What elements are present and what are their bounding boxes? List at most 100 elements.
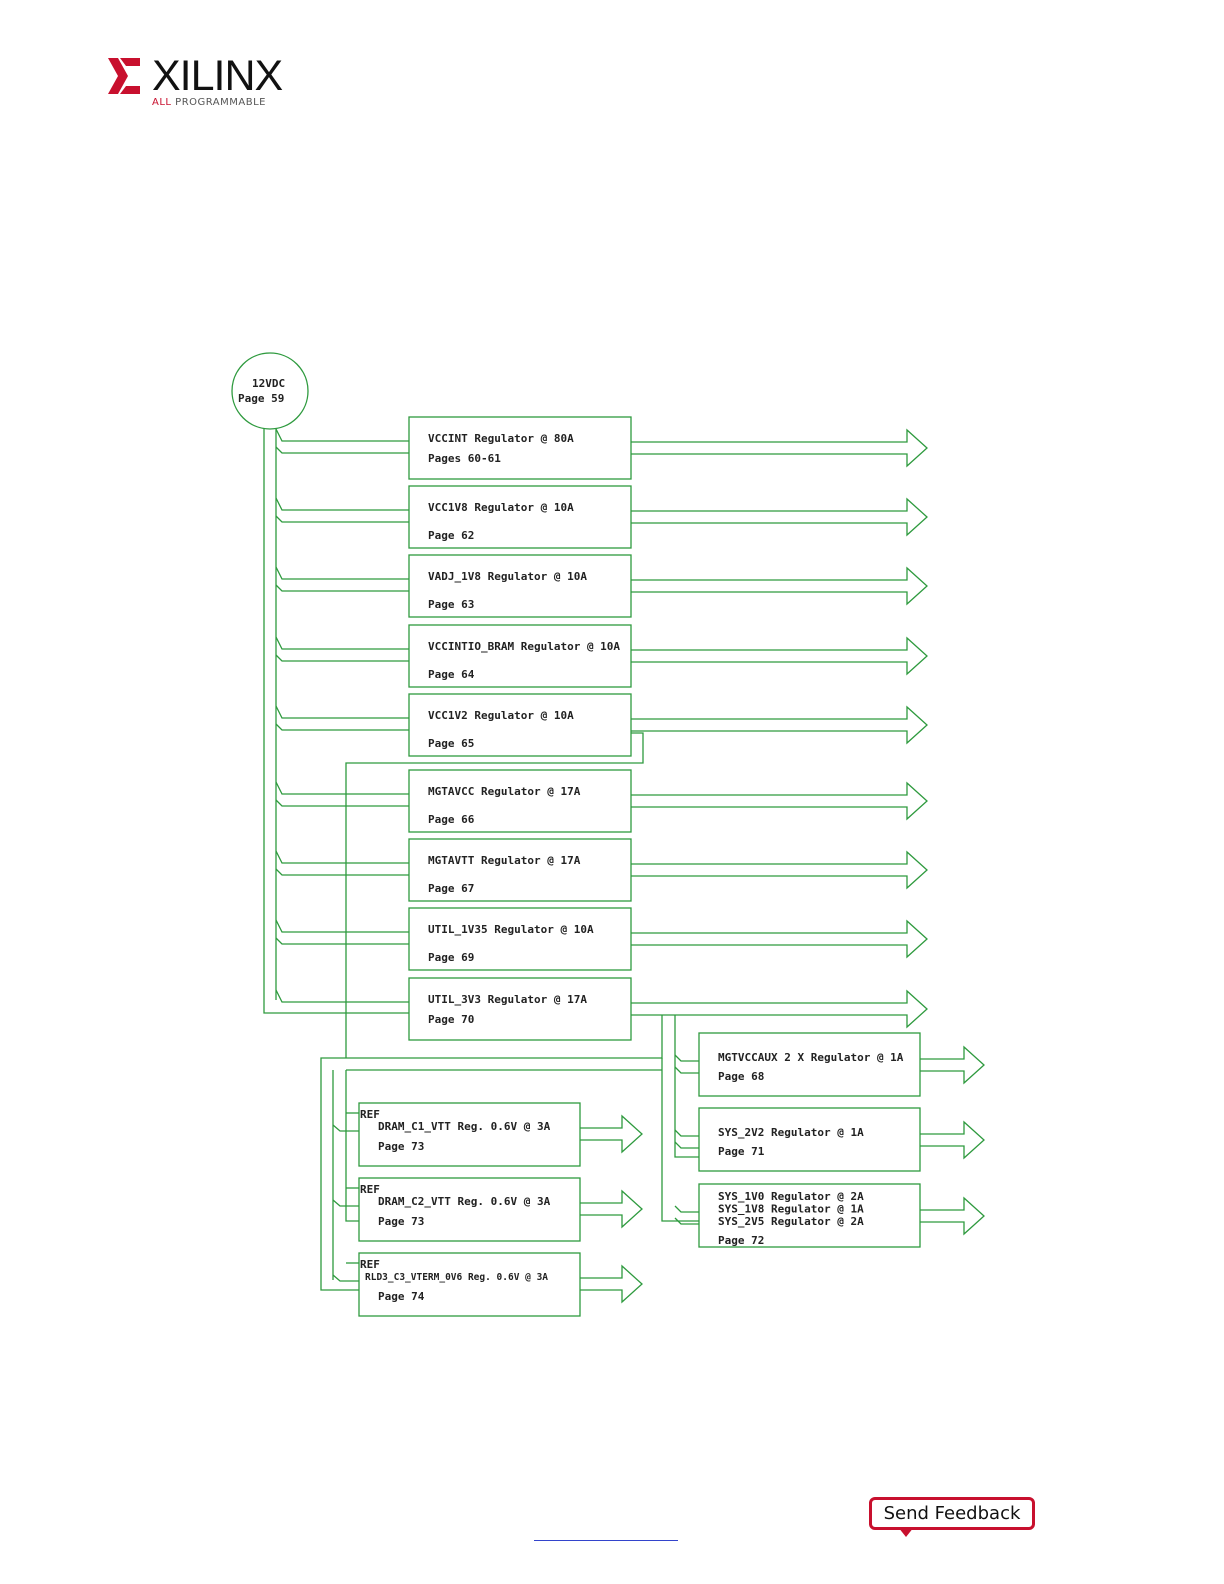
feed-wire	[275, 428, 409, 442]
sub-regulator-page: Page 71	[718, 1145, 765, 1158]
ref-feed-wire	[332, 1199, 359, 1207]
feed-wire	[275, 781, 409, 795]
feed-wire	[275, 654, 409, 662]
ref-regulator-page: Page 74	[378, 1290, 425, 1303]
send-feedback-button[interactable]: Send Feedback	[869, 1497, 1035, 1530]
regulator-page: Page 63	[428, 598, 474, 611]
sub-regulator-box	[698, 1032, 921, 1097]
regulator-page: Pages 60-61	[428, 452, 501, 465]
regulator-page: Page 67	[428, 882, 474, 895]
sub-feed-wire	[674, 1141, 699, 1149]
regulator-box	[408, 838, 632, 902]
footer-link[interactable]	[534, 1522, 678, 1541]
trunk-wire	[263, 429, 409, 1014]
feed-wire	[275, 989, 409, 1003]
regulator-box	[408, 769, 632, 833]
feed-wire	[275, 497, 409, 511]
ref-regulator-page: Page 73	[378, 1215, 424, 1228]
logo-tagline-rest: PROGRAMMABLE	[171, 97, 266, 108]
ref-regulator-page: Page 73	[378, 1140, 424, 1153]
regulator-box	[408, 907, 632, 971]
source-label: 12VDC	[252, 377, 285, 390]
logo-wordmark: XILINX	[152, 52, 283, 100]
feed-wire	[275, 705, 409, 719]
regulator-name: VCCINTIO_BRAM Regulator @ 10A	[428, 640, 620, 653]
ref-regulator-box	[358, 1177, 581, 1242]
feed-wire	[275, 937, 409, 945]
ref-output-arrow	[580, 1264, 643, 1304]
ref-regulator-name: DRAM_C2_VTT Reg. 0.6V @ 3A	[378, 1195, 551, 1208]
regulator-page: Page 70	[428, 1013, 474, 1026]
sub-regulator-box	[698, 1107, 921, 1172]
output-arrow	[631, 428, 928, 468]
regulator-box	[408, 485, 632, 549]
output-arrow	[631, 919, 928, 959]
regulator-page: Page 64	[428, 668, 475, 681]
regulator-name: VCCINT Regulator @ 80A	[428, 432, 574, 445]
regulator-page: Page 69	[428, 951, 474, 964]
ref-output-arrow	[580, 1114, 643, 1154]
output-arrow	[631, 781, 928, 821]
sub-bus-wire	[674, 1009, 699, 1158]
ref-label: REF	[360, 1258, 380, 1271]
ref-feed-wire	[332, 1124, 359, 1132]
output-arrow	[631, 850, 928, 890]
regulator-page: Page 65	[428, 737, 474, 750]
regulator-page: Page 62	[428, 529, 474, 542]
ref-regulator-name: DRAM_C1_VTT Reg. 0.6V @ 3A	[378, 1120, 551, 1133]
vcc1v2-bus-wire	[345, 732, 644, 1058]
sub-feed-wire	[674, 1129, 699, 1137]
xilinx-logo: XILINX ALL PROGRAMMABLE	[106, 52, 286, 114]
regulator-box	[408, 624, 632, 688]
feed-wire	[275, 868, 409, 876]
feed-wire	[275, 723, 409, 731]
ref-regulator-name: RLD3_C3_VTERM_0V6 Reg. 0.6V @ 3A	[365, 1272, 548, 1283]
sub-output-arrow	[920, 1045, 985, 1085]
regulator-name: MGTAVCC Regulator @ 17A	[428, 785, 581, 798]
output-arrow	[631, 497, 928, 537]
feedback-tail-icon	[898, 1527, 914, 1537]
ref-regulator-box	[358, 1102, 581, 1167]
source-page: Page 59	[238, 392, 284, 405]
regulator-box	[408, 554, 632, 618]
sub-regulator-box	[698, 1183, 921, 1248]
sub-output-arrow	[920, 1120, 985, 1160]
ref-feed-wire	[332, 1274, 359, 1282]
regulator-boxes: 12VDC Page 59 VCCINT Regulator @ 80A Pages …	[231, 352, 921, 1317]
feed-wire	[275, 919, 409, 933]
output-arrow	[631, 566, 928, 606]
sub-regulator-name: SYS_2V5 Regulator @ 2A	[718, 1215, 864, 1228]
logo-tagline: ALL PROGRAMMABLE	[152, 97, 266, 108]
regulator-page: Page 66	[428, 813, 475, 826]
sub-regulator-page: Page 72	[718, 1234, 764, 1247]
logo-tagline-all: ALL	[152, 97, 172, 108]
sub-feed-wire	[674, 1054, 699, 1062]
sub-feed-wire	[674, 1066, 699, 1074]
sub-regulator-name: SYS_1V8 Regulator @ 1A	[718, 1203, 864, 1216]
ref-bus-wire	[345, 1070, 359, 1222]
feed-wire	[275, 446, 409, 454]
xilinx-mark-icon	[108, 58, 140, 94]
regulator-name: VADJ_1V8 Regulator @ 10A	[428, 570, 587, 583]
feed-wire	[275, 566, 409, 580]
regulator-name: MGTAVTT Regulator @ 17A	[428, 854, 581, 867]
sub-feed-wire	[674, 1217, 699, 1225]
feed-wire	[275, 636, 409, 650]
sub-regulator-name: MGTVCCAUX 2 X Regulator @ 1A	[718, 1051, 904, 1064]
sub-regulator-name: SYS_1V0 Regulator @ 2A	[718, 1190, 864, 1203]
sub-output-arrow	[920, 1196, 985, 1236]
output-arrows	[580, 428, 985, 1304]
ref-regulator-box	[358, 1252, 581, 1317]
output-arrow	[631, 705, 928, 745]
ref-label: REF	[360, 1183, 380, 1196]
util3v3-sub-wire	[661, 1058, 699, 1222]
ref-label: REF	[360, 1108, 380, 1121]
sub-regulator-name: SYS_2V2 Regulator @ 1A	[718, 1126, 864, 1139]
ref-output-arrow	[580, 1189, 643, 1229]
feed-wire	[275, 799, 409, 807]
regulator-name: VCC1V8 Regulator @ 10A	[428, 501, 574, 514]
output-arrow	[631, 636, 928, 676]
output-arrow	[631, 989, 928, 1029]
feed-wire	[275, 584, 409, 592]
